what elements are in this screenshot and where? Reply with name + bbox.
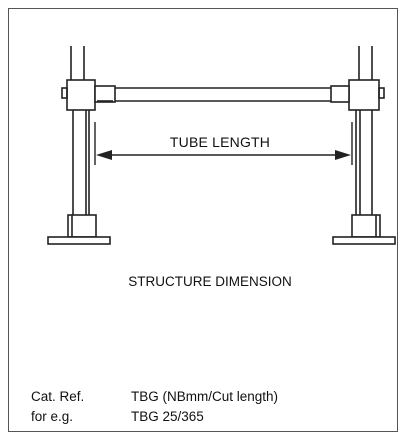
- structure-caption: STRUCTURE DIMENSION: [128, 274, 292, 289]
- spec-value: TBG 25/365: [131, 409, 204, 424]
- right-post: [332, 46, 396, 245]
- arrow-left-icon: [96, 150, 112, 160]
- dimension-line: [94, 122, 353, 165]
- left-post: [47, 46, 111, 245]
- spec-row-example: for e.g. TBG 25/365: [31, 409, 204, 424]
- spec-row-cat-ref: Cat. Ref. TBG (NBmm/Cut length): [31, 389, 278, 404]
- spec-key: Cat. Ref.: [31, 389, 85, 404]
- spec-key: for e.g.: [31, 409, 74, 424]
- arrow-right-icon: [335, 150, 351, 160]
- tube-length-label: TUBE LENGTH: [169, 134, 271, 150]
- horizontal-tube: [94, 85, 350, 103]
- spec-value: TBG (NBmm/Cut length): [131, 389, 279, 404]
